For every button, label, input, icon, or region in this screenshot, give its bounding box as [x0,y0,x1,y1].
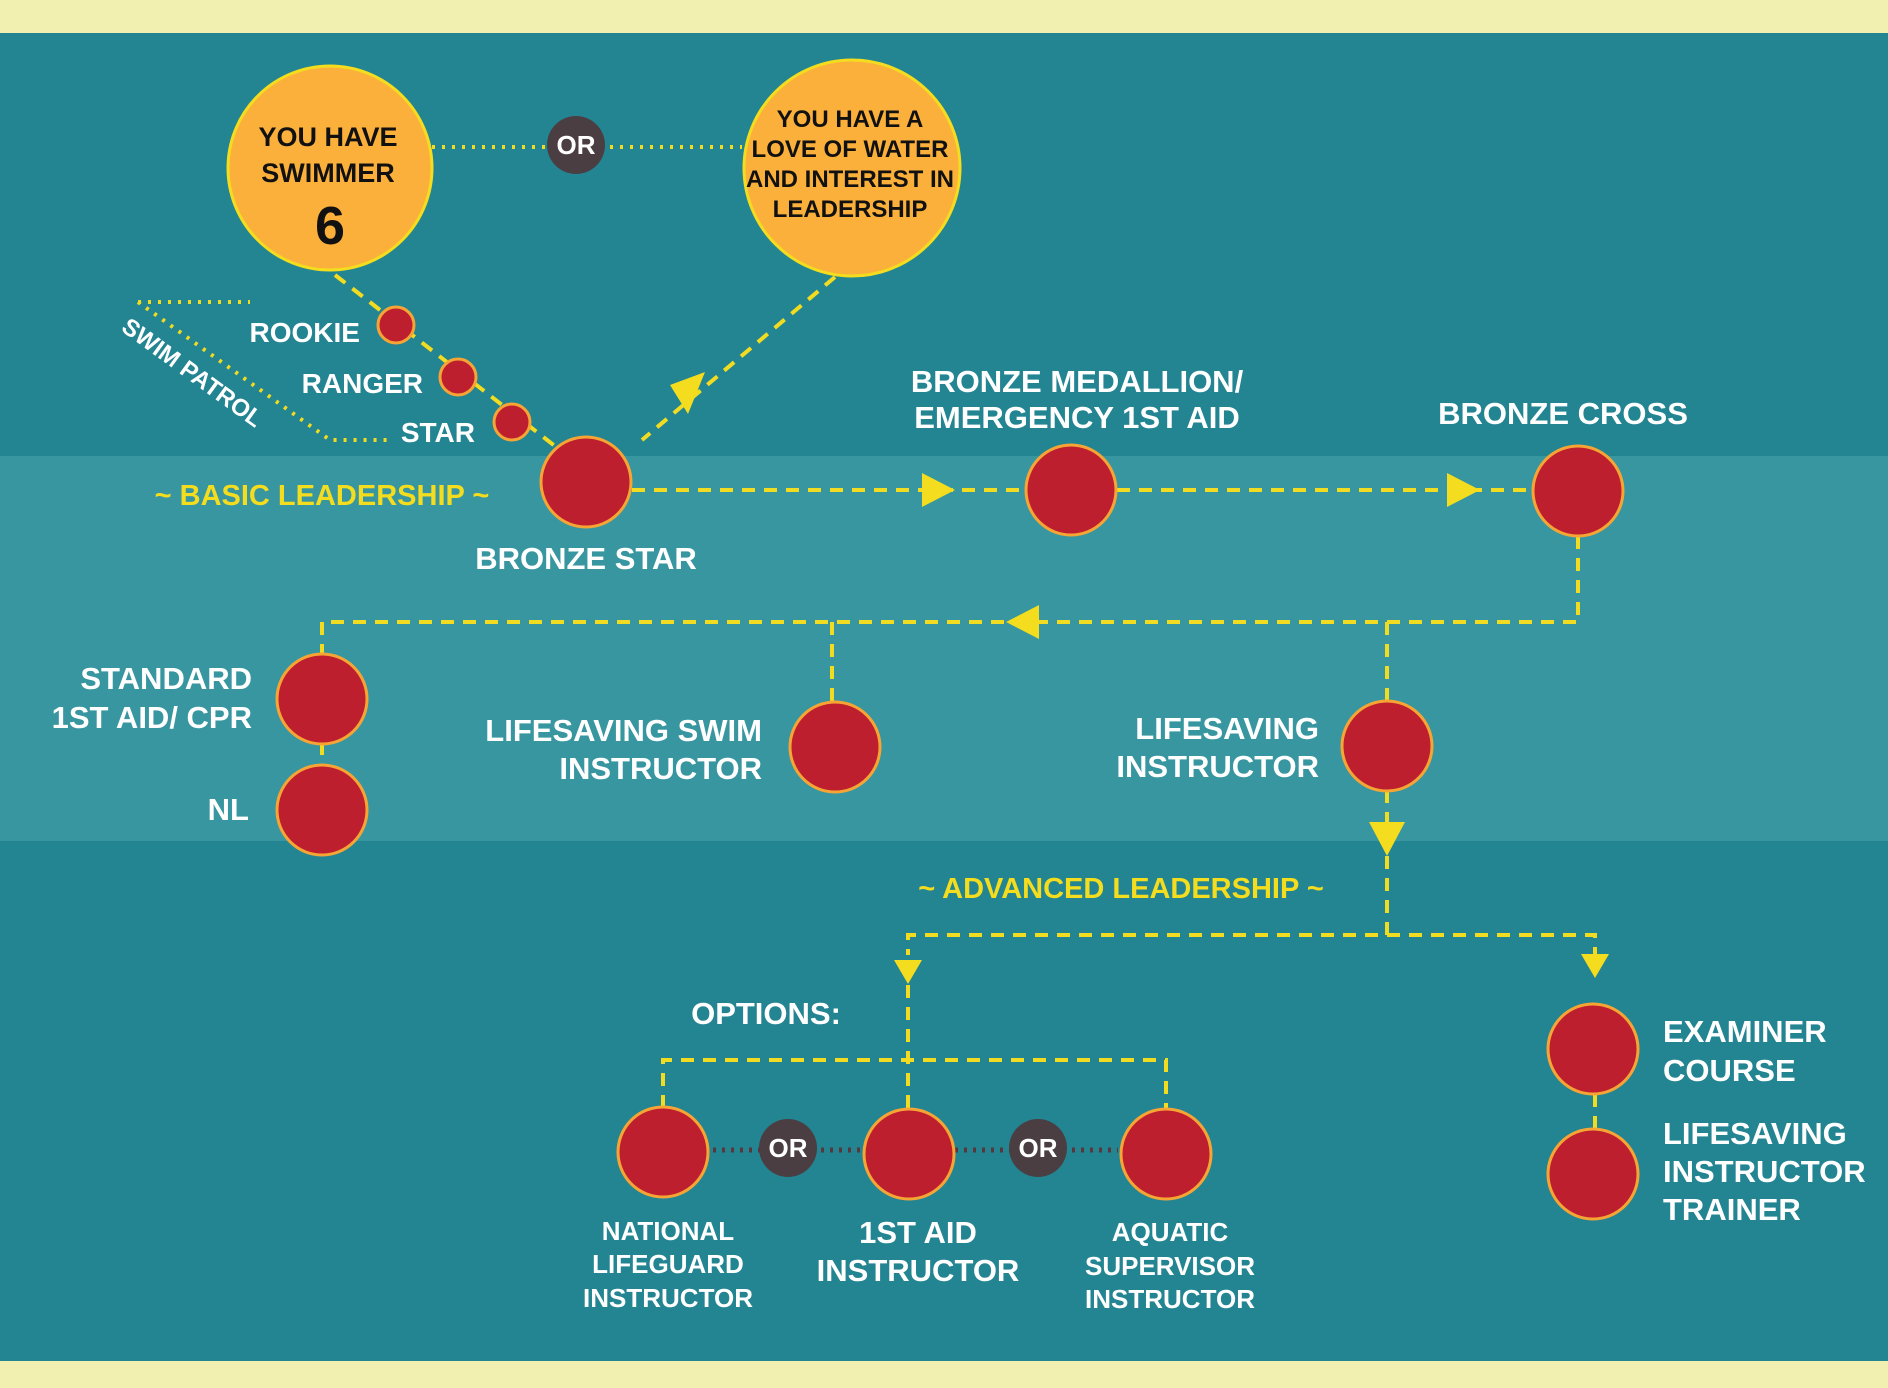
basic-leadership-label: ~ BASIC LEADERSHIP ~ [155,480,490,512]
node-first-aid-instructor: 1ST AID INSTRUCTOR [817,1107,1020,1288]
national-lifeguard-line1: NATIONAL [602,1216,735,1246]
options-label: OPTIONS: [691,996,841,1031]
node-aquatic-supervisor-instructor: AQUATIC SUPERVISOR INSTRUCTOR [1085,1107,1255,1314]
start-love-of-water: YOU HAVE A LOVE OF WATER AND INTEREST IN… [742,58,962,278]
swimmer-line1: YOU HAVE [258,122,397,152]
swimmer-number: 6 [315,196,345,256]
arrow-right-icon [1447,473,1480,507]
or-badge-top: OR [547,116,605,174]
first-aid-instructor-line1: 1ST AID [859,1215,977,1250]
node-bronze-star: BRONZE STAR [475,435,697,576]
ranger-label: RANGER [302,368,423,399]
node-standard-first-aid: STANDARD 1ST AID/ CPR [52,652,369,746]
love-line2: LOVE OF WATER [752,136,949,163]
arrows [670,372,1609,984]
examiner-course-line1: EXAMINER [1663,1014,1827,1049]
standard-first-aid-line1: STANDARD [80,661,252,696]
love-line1: YOU HAVE A [777,106,924,133]
trainer-line2: INSTRUCTOR [1663,1154,1866,1189]
node-lifesaving-instructor: LIFESAVING INSTRUCTOR [1116,699,1434,793]
arrow-down-icon [894,960,922,984]
trainer-line1: LIFESAVING [1663,1116,1847,1151]
nl-label: NL [208,792,249,827]
border-bottom [0,1361,1888,1388]
node-examiner-course: EXAMINER COURSE [1546,1002,1827,1096]
or-badge-options-right: OR [1009,1119,1067,1177]
love-line4: LEADERSHIP [773,196,928,223]
node-lifesaving-swim-instructor: LIFESAVING SWIM INSTRUCTOR [485,700,882,794]
bronze-medallion-line1: BRONZE MEDALLION/ [911,364,1244,399]
arrow-left-icon [1006,605,1039,639]
bronze-star-label: BRONZE STAR [475,541,697,576]
node-lifesaving-instructor-trainer: LIFESAVING INSTRUCTOR TRAINER [1546,1116,1866,1227]
border-top [0,0,1888,33]
or-label: OR [769,1133,808,1163]
examiner-course-line2: COURSE [1663,1053,1796,1088]
aquatic-supervisor-line3: INSTRUCTOR [1085,1284,1255,1314]
national-lifeguard-line3: INSTRUCTOR [583,1283,753,1313]
star-label: STAR [401,417,475,448]
arrow-down-icon [1581,954,1609,978]
first-aid-instructor-line2: INSTRUCTOR [817,1253,1020,1288]
or-badge-options-left: OR [759,1119,817,1177]
lifesaving-instructor-line1: LIFESAVING [1135,711,1319,746]
lifesaving-swim-instructor-line1: LIFESAVING SWIM [485,713,762,748]
love-line3: AND INTEREST IN [746,166,954,193]
rookie-label: ROOKIE [250,317,360,348]
swimmer-line2: SWIMMER [261,158,394,188]
aquatic-supervisor-line1: AQUATIC [1112,1217,1229,1247]
bronze-medallion-line2: EMERGENCY 1ST AID [914,400,1240,435]
node-national-lifeguard-instructor: NATIONAL LIFEGUARD INSTRUCTOR [583,1105,753,1313]
advanced-leadership-label: ~ ADVANCED LEADERSHIP ~ [918,873,1324,905]
start-swimmer-6: YOU HAVE SWIMMER 6 [226,64,434,272]
bronze-cross-label: BRONZE CROSS [1438,396,1688,431]
node-bronze-medallion: BRONZE MEDALLION/ EMERGENCY 1ST AID [911,364,1244,537]
standard-first-aid-line2: 1ST AID/ CPR [52,700,252,735]
arrow-down-icon [1369,822,1405,856]
national-lifeguard-line2: LIFEGUARD [592,1249,744,1279]
lifesaving-swim-instructor-line2: INSTRUCTOR [559,751,762,786]
lifesaving-instructor-line2: INSTRUCTOR [1116,749,1319,784]
or-label: OR [557,130,596,160]
arrow-right-icon [922,473,955,507]
arrow-down-left-icon [670,372,705,414]
band-advanced-leadership [0,841,1888,1361]
aquatic-supervisor-line2: SUPERVISOR [1085,1251,1255,1281]
node-bronze-cross: BRONZE CROSS [1438,396,1688,538]
node-nl: NL [208,763,369,857]
trainer-line3: TRAINER [1663,1192,1801,1227]
connectors [136,145,1597,1153]
or-label: OR [1019,1133,1058,1163]
